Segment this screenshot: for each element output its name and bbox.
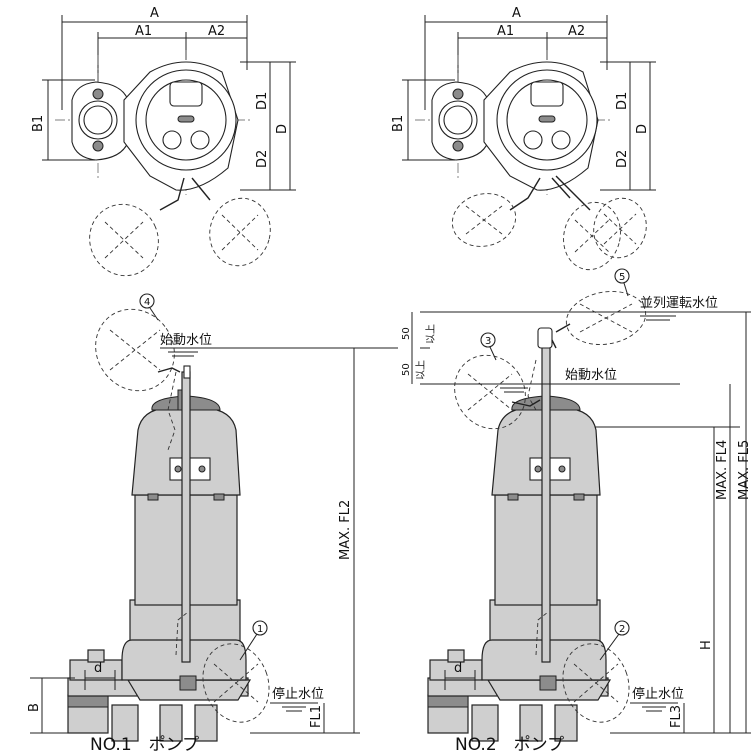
right-front-view: 並列運転水位 始動水位 停止水位 50 50 以上 以上 d FL3 H MAX… [401, 268, 751, 754]
dim-B1-right: B1 [391, 115, 406, 132]
dim-FL5: MAX. FL5 [737, 440, 751, 500]
float-switch-right [209, 197, 271, 267]
marker-4: 4 [144, 297, 150, 308]
ijou-lower: 以上 [415, 360, 427, 380]
dim-D2-right: D2 [615, 150, 630, 168]
dim-A1: A1 [135, 24, 152, 39]
float-stop-left [202, 643, 270, 723]
stop-level-right: 停止水位 [632, 686, 684, 702]
left-top-view: A A1 A2 B1 D1 D2 D [31, 6, 296, 277]
dim-D2: D2 [255, 150, 270, 168]
dim-B: B [27, 703, 42, 712]
marker-1: 1 [257, 624, 263, 635]
dim-D1-right: D1 [615, 92, 630, 110]
dim-FL3: FL3 [669, 705, 684, 728]
float-parallel-right [565, 291, 647, 345]
dim-D: D [275, 124, 290, 134]
marker-5: 5 [619, 272, 625, 283]
dim-A2-right: A2 [568, 24, 585, 39]
parallel-level-right: 並列運転水位 [640, 296, 718, 311]
start-level-right: 始動水位 [565, 368, 617, 383]
dim-B1: B1 [31, 115, 46, 132]
dim-d-right: d [454, 661, 462, 676]
stop-level-left: 停止水位 [272, 686, 324, 702]
caption-no1: NO.1 ポンプ [90, 735, 199, 754]
marker-3: 3 [485, 336, 491, 347]
marker-2: 2 [619, 624, 625, 635]
start-level-left: 始動水位 [160, 333, 212, 348]
right-top-view: A A1 A2 B1 D1 D2 D [391, 6, 656, 271]
dim-FL1: FL1 [309, 705, 324, 728]
dim-A-right: A [512, 6, 521, 21]
float-switch-left [89, 203, 159, 277]
dim-A: A [150, 6, 159, 21]
float-start-right [454, 354, 526, 430]
dim-d: d [94, 661, 102, 676]
dim-A1-right: A1 [497, 24, 514, 39]
dim-D1: D1 [255, 92, 270, 110]
dim-FL4: MAX. FL4 [715, 440, 730, 500]
dim-50-upper: 50 [401, 327, 412, 340]
dim-A2: A2 [208, 24, 225, 39]
caption-no2: NO.2 ポンプ [455, 735, 564, 754]
float-start-left [95, 308, 175, 392]
dim-D-right: D [635, 124, 650, 134]
dim-H: H [699, 640, 714, 650]
dim-FL2: MAX. FL2 [338, 500, 353, 560]
guide-rod [181, 371, 191, 663]
ijou-upper: 以上 [425, 324, 437, 344]
left-front-view: 始動水位 停止水位 d B FL1 MAX. FL2 4 1 NO.1 ポンプ [27, 293, 398, 754]
dim-50-lower: 50 [401, 363, 412, 376]
